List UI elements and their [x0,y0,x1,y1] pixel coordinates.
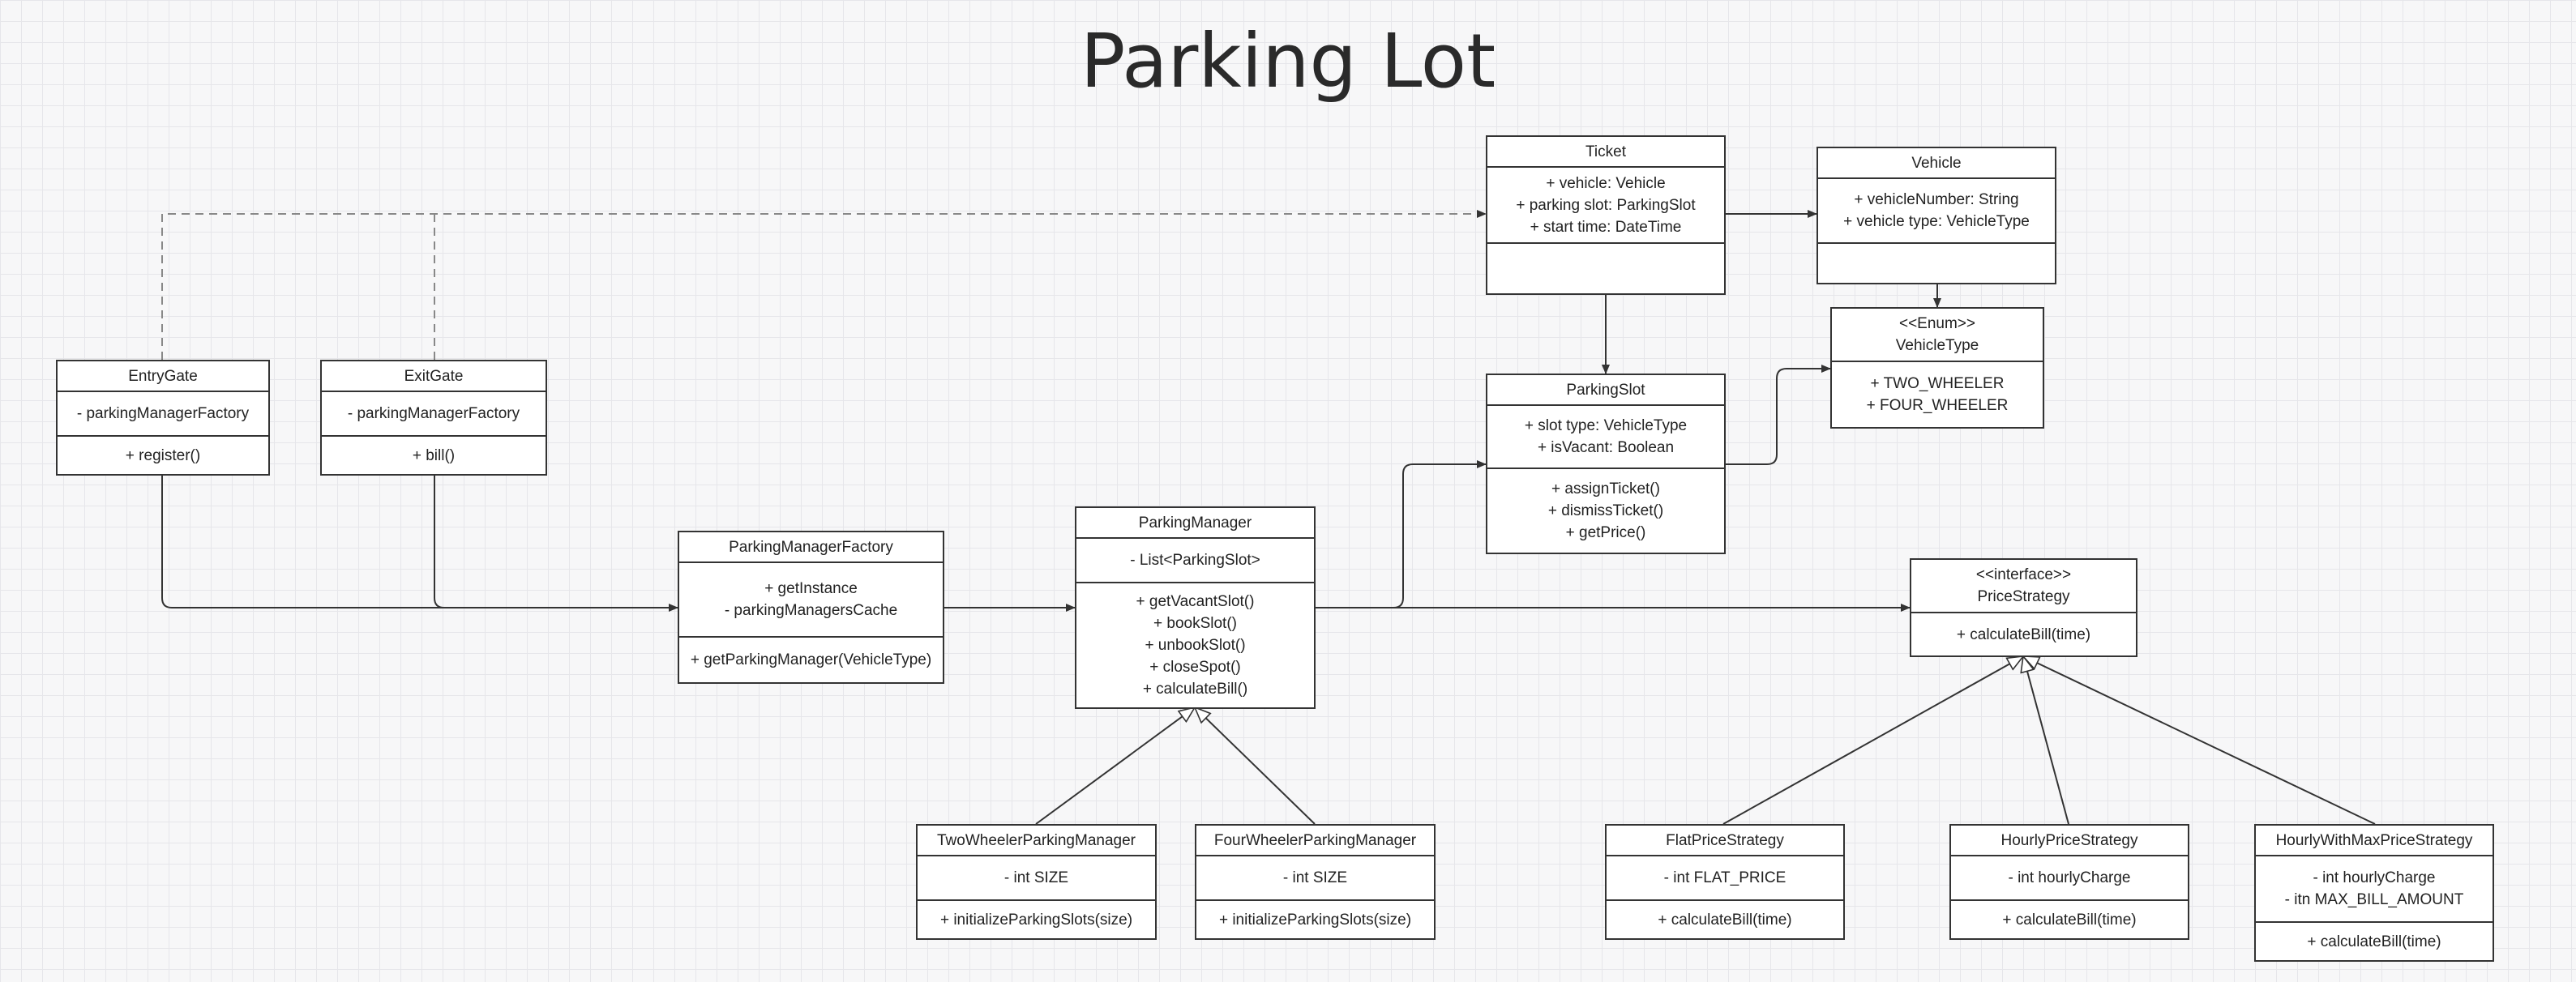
method: + dismissTicket() [1547,502,1664,519]
class-name: FourWheelerParkingManager [1213,831,1417,849]
class-ticket[interactable]: Ticket + vehicle: Vehicle + parking slot… [1486,135,1726,295]
attribute: - int SIZE [1003,869,1069,886]
method: + getVacantSlot() [1136,593,1255,610]
class-parking-manager-factory[interactable]: ParkingManagerFactory + getInstance - pa… [678,531,944,684]
class-entry-gate[interactable]: EntryGate - parkingManagerFactory + regi… [56,360,270,476]
class-four-wheeler-parking-manager[interactable]: FourWheelerParkingManager - int SIZE + i… [1195,824,1436,940]
class-vehicle[interactable]: Vehicle + vehicleNumber: String + vehicl… [1816,147,2056,284]
methods-section [1818,242,2055,283]
method: + initializeParkingSlots(size) [939,911,1133,929]
class-parking-manager[interactable]: ParkingManager - List<ParkingSlot> + get… [1075,506,1316,709]
assoc-exitgate-factory [434,475,445,608]
attribute: - parkingManagerFactory [347,405,520,422]
attribute: - int FLAT_PRICE [1663,869,1787,886]
inherit-twowheeler-manager [1035,707,1195,825]
method: + unbookSlot() [1145,637,1246,654]
class-name: ParkingManager [1138,514,1252,532]
attribute: - int SIZE [1282,869,1348,886]
method: + calculateBill() [1142,681,1248,698]
class-hourly-with-max-price-strategy[interactable]: HourlyWithMaxPriceStrategy - int hourlyC… [2254,824,2494,962]
method: + getParkingManager(VehicleType) [690,651,932,668]
diagram-title: Parking Lot [1080,18,1496,105]
attribute: - parkingManagersCache [724,602,898,619]
method: + bookSlot() [1153,615,1237,632]
assoc-manager-slot [1315,460,1487,608]
class-name: FlatPriceStrategy [1666,831,1784,849]
class-name: VehicleType [1895,337,1979,354]
attribute: + getInstance [764,580,858,597]
class-hourly-price-strategy[interactable]: HourlyPriceStrategy - int hourlyCharge +… [1949,824,2189,940]
inherit-fourwheeler-manager [1195,707,1316,825]
class-name: HourlyWithMaxPriceStrategy [2275,831,2473,849]
method: + initializeParkingSlots(size) [1218,911,1412,929]
attribute: + start time: DateTime [1530,218,1682,236]
class-vehicle-type[interactable]: <<Enum>> VehicleType + TWO_WHEELER + FOU… [1830,307,2044,429]
methods-section [1487,242,1724,293]
attribute: - int hourlyCharge [2313,869,2436,886]
stereotype: <<interface>> [1975,566,2072,583]
class-parking-slot[interactable]: ParkingSlot + slot type: VehicleType + i… [1486,374,1726,554]
realize-hourlymax-pricestrategy [2023,655,2376,825]
stereotype: <<Enum>> [1898,315,1976,332]
realize-flat-pricestrategy [1722,656,2023,825]
class-flat-price-strategy[interactable]: FlatPriceStrategy - int FLAT_PRICE + cal… [1605,824,1845,940]
attribute: + parking slot: ParkingSlot [1516,196,1696,214]
attribute: - int hourlyCharge [2008,869,2131,886]
attribute: - List<ParkingSlot> [1130,552,1260,569]
enum-value: + TWO_WHEELER [1870,375,2005,392]
attribute: + vehicle type: VehicleType [1843,213,2030,230]
realize-hourly-pricestrategy [2023,656,2069,825]
class-name: Ticket [1585,143,1626,160]
class-name: Vehicle [1911,154,1962,172]
method: + calculateBill(time) [1658,911,1792,929]
attribute: + isVacant: Boolean [1537,439,1675,456]
method: + calculateBill(time) [1956,625,2091,643]
dep-entrygate-ticket [161,210,1487,360]
class-name: TwoWheelerParkingManager [936,831,1136,849]
assoc-entrygate-factory [161,475,678,612]
attribute: - itn MAX_BILL_AMOUNT [2284,891,2464,908]
attribute: + vehicleNumber: String [1854,191,2019,208]
method: + getPrice() [1565,524,1646,541]
class-name: HourlyPriceStrategy [2000,831,2138,849]
enum-value: + FOUR_WHEELER [1866,397,2009,414]
attribute: + vehicle: Vehicle [1546,174,1666,192]
class-name: ParkingManagerFactory [729,538,893,556]
method: + bill() [412,446,456,464]
method: + assignTicket() [1551,480,1660,497]
attribute: + slot type: VehicleType [1524,417,1688,434]
assoc-slot-vehicletype [1723,365,1831,465]
class-name: ExitGate [404,367,464,385]
method: + calculateBill(time) [2307,933,2441,950]
method: + register() [125,446,201,464]
method: + closeSpot() [1149,659,1241,676]
class-name: PriceStrategy [1977,588,2070,605]
class-price-strategy[interactable]: <<interface>> PriceStrategy + calculateB… [1910,558,2137,657]
class-exit-gate[interactable]: ExitGate - parkingManagerFactory + bill(… [320,360,547,476]
method: + calculateBill(time) [2002,911,2137,929]
class-name: EntryGate [128,367,198,385]
attribute: - parkingManagerFactory [76,405,250,422]
class-name: ParkingSlot [1566,381,1645,399]
class-two-wheeler-parking-manager[interactable]: TwoWheelerParkingManager - int SIZE + in… [916,824,1157,940]
